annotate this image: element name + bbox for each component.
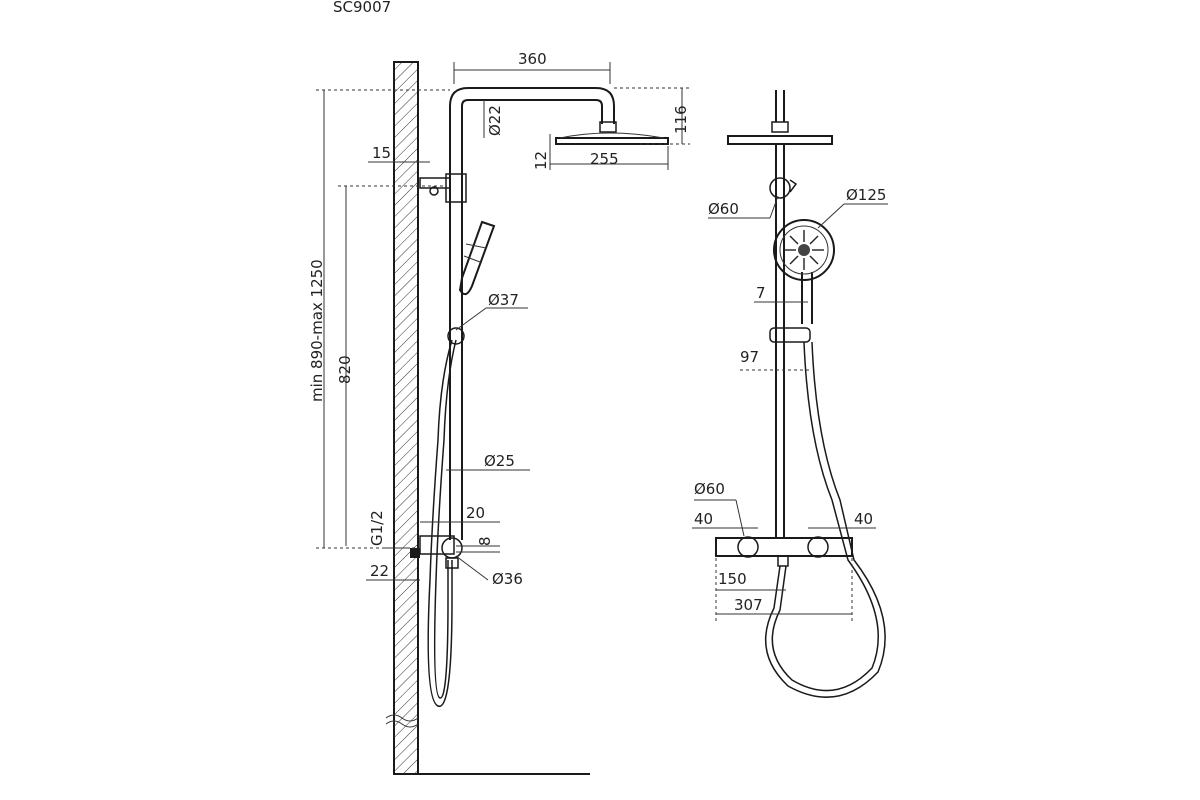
upper-bracket [419, 177, 451, 189]
mixer-outlet [441, 537, 463, 559]
dim-head-height: 116 [672, 105, 690, 134]
dim-knob-left-width: 40 [694, 510, 713, 528]
left-knob [737, 536, 759, 558]
dim-holder-diameter: Ø37 [488, 291, 519, 309]
dim-mixer-offset: 20 [466, 504, 485, 522]
right-knob [807, 536, 829, 558]
dim-wall-offset-top: 15 [372, 144, 391, 162]
dim-total-height: min 890-max 1250 [308, 259, 326, 402]
front-view: Ø60 Ø125 7 97 Ø60 40 40 150 307 [692, 90, 888, 698]
hand-shower [458, 220, 496, 296]
thermostatic-mixer [715, 537, 853, 557]
head-connector [599, 121, 617, 133]
dim-pipe-diameter: Ø25 [484, 452, 515, 470]
dim-pipe-diameter-top: Ø22 [486, 105, 504, 136]
dim-knob-diameter: Ø60 [694, 480, 725, 498]
rain-shower-head [555, 137, 669, 145]
hand-shower-face [773, 219, 835, 281]
dim-mixer-height: 8 [476, 536, 494, 546]
wall-connector [410, 548, 420, 558]
upper-bracket-front [769, 177, 791, 199]
side-view: 360 116 Ø22 255 12 15 820 min 890-max 12… [308, 50, 690, 775]
dim-hand-shower-diameter: Ø125 [846, 186, 886, 204]
dim-head-thickness: 12 [532, 151, 550, 170]
dim-knob-right-width: 40 [854, 510, 873, 528]
hose [427, 339, 453, 707]
dim-rail-height: 820 [336, 355, 354, 384]
dim-bracket-diameter: Ø60 [708, 200, 739, 218]
wall [393, 61, 419, 775]
dim-center-spacing: 150 [718, 570, 747, 588]
dim-wall-gap: 22 [370, 562, 389, 580]
shower-arm [449, 87, 615, 124]
dim-thread: G1/2 [368, 510, 386, 546]
dim-holder-offset: 7 [756, 284, 766, 302]
hose-front [771, 341, 879, 692]
wall-break [385, 714, 419, 722]
rain-shower-head-front [727, 135, 833, 145]
dim-head-width: 255 [590, 150, 619, 168]
dim-mixer-width: 307 [734, 596, 763, 614]
model-title: SC9007 [333, 0, 391, 16]
slider-holder [447, 327, 465, 345]
slider-holder-front [769, 327, 811, 343]
dim-rail-spacing: 97 [740, 348, 759, 366]
dim-arm-length: 360 [518, 50, 547, 68]
mixer-body [419, 535, 455, 555]
dim-outlet-diameter: Ø36 [492, 570, 523, 588]
